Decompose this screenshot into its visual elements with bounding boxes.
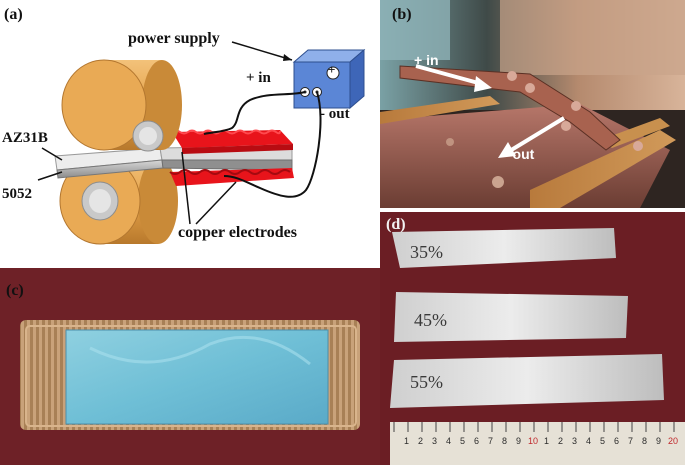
bottom-roller [59, 157, 178, 245]
panel-label-a: (a) [4, 6, 23, 23]
plus-in-label: + in [246, 70, 271, 86]
plus-symbol: + [328, 62, 336, 77]
wire-minus [223, 91, 322, 198]
copper-electrodes-label: copper electrodes [178, 224, 297, 241]
leader-power-supply [231, 41, 293, 61]
strip-label-45: 45% [414, 310, 447, 330]
ruler-number: 6 [474, 436, 480, 446]
leader-5052 [37, 171, 63, 181]
top-roller [61, 59, 182, 152]
photo-plus-in-label: + in [414, 52, 439, 68]
az31b-label: AZ31B [2, 130, 48, 146]
panel-c: (c) [0, 268, 380, 465]
arrow-plus-in [415, 64, 492, 92]
panel-a: (a) power supply + in - out AZ31B 5052 c… [0, 0, 380, 262]
ruler-number: 4 [586, 436, 592, 446]
leader-electrode-top [181, 151, 191, 225]
ruler-number: 2 [558, 436, 564, 446]
ruler-number: 6 [614, 436, 620, 446]
al5052-label: 5052 [2, 186, 32, 202]
ruler-number: 2 [418, 436, 424, 446]
minus-out-label: - out [320, 106, 350, 122]
arrow-minus-out [498, 116, 566, 158]
wire-plus [203, 91, 306, 135]
ruler-number: 9 [656, 436, 662, 446]
strip-2 [394, 292, 628, 342]
strip-label-35: 35% [410, 242, 443, 262]
ruler-number: 7 [488, 436, 494, 446]
sample-photo [0, 268, 380, 465]
setup-photo [380, 0, 685, 208]
ruler-number: 3 [572, 436, 578, 446]
ruler-number: 5 [460, 436, 466, 446]
power-supply-label: power supply [128, 30, 220, 47]
ruler-number: 20 [668, 436, 679, 446]
panel-b: (b) + in - out [380, 0, 685, 208]
strip-3 [390, 354, 664, 408]
power-supply-box [292, 48, 366, 110]
strips-photo [380, 212, 685, 465]
strip-label-55: 55% [410, 372, 443, 392]
leader-electrode-bottom [195, 181, 237, 225]
ruler-number: 8 [502, 436, 508, 446]
strip-1 [392, 228, 616, 268]
ruler-ticks [393, 422, 675, 432]
metal-plates [54, 145, 293, 179]
ruler-number: 7 [628, 436, 634, 446]
panel-label-b: (b) [392, 6, 412, 23]
panel-label-d: (d) [386, 216, 406, 233]
leader-az31b [41, 147, 63, 161]
ruler-number: 5 [600, 436, 606, 446]
ruler [390, 422, 685, 465]
panel-label-c: (c) [6, 282, 24, 299]
top-electrode [171, 129, 293, 154]
ruler-number: 3 [432, 436, 438, 446]
ruler-number: 1 [404, 436, 410, 446]
photo-minus-out-label: - out [504, 146, 535, 162]
ruler-number: 1 [544, 436, 550, 446]
roll-bonding-schematic [37, 41, 366, 245]
ruler-number: 4 [446, 436, 452, 446]
ruler-number: 9 [516, 436, 522, 446]
ruler-number: 8 [642, 436, 648, 446]
ruler-number: 10 [528, 436, 539, 446]
